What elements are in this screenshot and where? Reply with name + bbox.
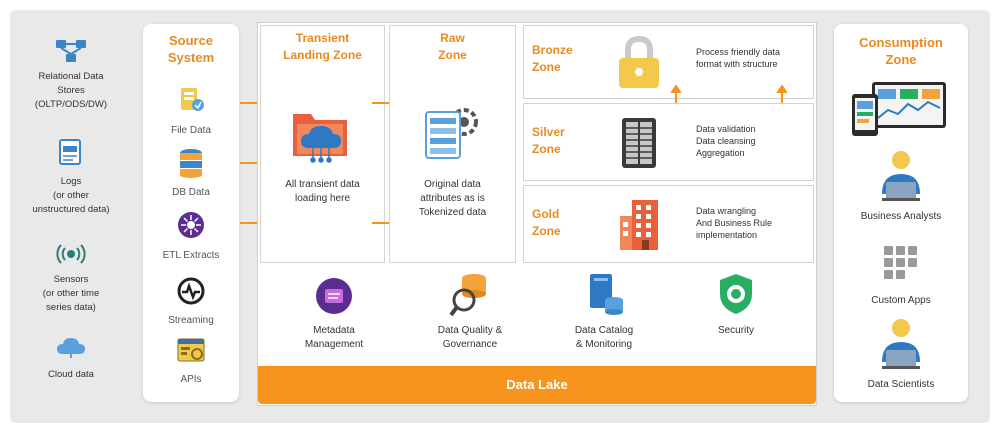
- building-icon: [616, 196, 662, 252]
- dashboard-devices-icon: [850, 80, 950, 138]
- business-analyst-icon: [876, 148, 926, 202]
- data-lake-bar: Data Lake: [258, 366, 816, 404]
- source-system-label-etl: ETL Extracts: [162, 250, 220, 261]
- source-system-card: Source System File Data DB Data: [143, 24, 239, 402]
- db-data-icon: [177, 148, 205, 178]
- data-quality-icon: [448, 270, 492, 318]
- raw-zone-text: Original data attributes as is Tokenized…: [418, 179, 487, 218]
- silver-zone-text: Data validation Data cleansing Aggregati…: [696, 124, 756, 158]
- raw-zone: Raw Zone Original data attributes as is …: [389, 25, 516, 263]
- gold-zone-text: Data wrangling And Business Rule impleme…: [696, 206, 773, 240]
- source-label-logs: Logs (or other unstructured data): [32, 176, 110, 215]
- api-icon: [176, 336, 206, 366]
- raw-data-gear-icon: [422, 102, 484, 164]
- source-label-relational: Relational Data Stores (OLTP/ODS/DW): [34, 71, 108, 110]
- silver-zone-title: Silver Zone: [532, 125, 565, 156]
- server-rack-icon: [620, 116, 658, 170]
- database-network-icon: [54, 38, 88, 64]
- consumption-label-analysts: Business Analysts: [860, 211, 942, 222]
- source-system-label-db: DB Data: [172, 187, 210, 198]
- consumption-zone-title: Consumption Zone: [859, 35, 943, 67]
- bronze-zone: Bronze Zone Process friendly data format…: [523, 25, 814, 99]
- data-catalog-icon: [586, 270, 626, 318]
- consumption-label-apps: Custom Apps: [871, 295, 931, 306]
- service-label-metadata: Metadata Management: [304, 325, 364, 350]
- service-label-security: Security: [717, 325, 755, 336]
- log-file-icon: [58, 138, 82, 166]
- transient-zone-title: Transient Landing Zone: [283, 31, 362, 62]
- service-label-quality: Data Quality & Governance: [437, 325, 503, 350]
- source-system-title: Source System: [167, 33, 215, 65]
- cloud-icon: [55, 336, 87, 358]
- source-system-label-streaming: Streaming: [168, 315, 214, 326]
- consumption-zone-card: Consumption Zone Business Analysts: [834, 24, 968, 402]
- bronze-zone-text: Process friendly data format with struct…: [696, 47, 781, 69]
- folder-cloud-icon: [289, 104, 353, 164]
- sources-left-column: Relational Data Stores (OLTP/ODS/DW) Log…: [18, 30, 128, 390]
- data-scientist-icon: [876, 316, 926, 370]
- security-shield-icon: [716, 272, 756, 316]
- sensor-icon: [56, 242, 86, 266]
- silver-zone: Silver Zone Data validation Data cleansi…: [523, 103, 814, 181]
- bronze-zone-title: Bronze Zone: [532, 43, 573, 74]
- source-system-label-file: File Data: [170, 125, 211, 136]
- service-label-catalog: Data Catalog & Monitoring: [574, 325, 634, 350]
- streaming-icon: [176, 276, 206, 306]
- raw-zone-title: Raw Zone: [438, 31, 467, 62]
- apps-grid-icon: [882, 244, 920, 282]
- source-label-sensors: Sensors (or other time series data): [42, 274, 100, 313]
- source-system-label-apis: APIs: [180, 374, 202, 385]
- transient-landing-zone: Transient Landing Zone All transient dat…: [260, 25, 385, 263]
- etl-icon: [176, 210, 206, 240]
- file-data-icon: [177, 86, 205, 114]
- gold-zone: Gold Zone Data wrangling And Business Ru…: [523, 185, 814, 263]
- gold-zone-title: Gold Zone: [532, 207, 561, 238]
- consumption-label-scientists: Data Scientists: [867, 379, 935, 390]
- services-row: Metadata Management Data Quality & Gover…: [260, 268, 814, 366]
- source-label-cloud: Cloud data: [48, 369, 94, 380]
- metadata-icon: [314, 276, 354, 316]
- transient-zone-text: All transient data loading here: [285, 179, 360, 204]
- lock-icon: [616, 36, 662, 90]
